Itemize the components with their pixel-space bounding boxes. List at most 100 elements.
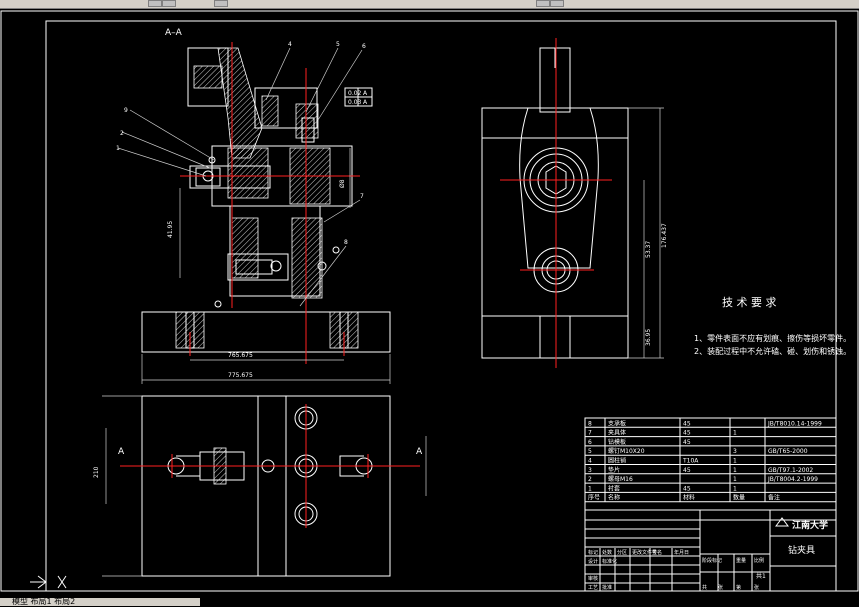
layout-tabs[interactable]: 模型 布局1 布局2 [0,597,200,606]
section-marker-left: A [118,447,125,457]
balloon: 2 [120,130,124,137]
dim-base-width: 775.675 [228,372,253,379]
bom-cell: 垫片 [608,466,620,474]
title-block: 标记处数分区更改文件号签名年月日设计标准化审核工艺批准阶段标记重量比例共张第张 … [584,509,837,592]
tech-req-item: 1、零件表面不应有划痕、擦伤等损坏零件。 [694,333,851,343]
dim-right-height: 176.437 [661,223,668,248]
balloon: 8 [344,239,348,246]
sheet-info: 共1 [756,572,766,580]
title-block-label: 张 [754,584,759,591]
bom-cell: 数量 [733,494,745,502]
bom-cell: 备注 [768,494,780,502]
tolerance-value: 0.03 [348,99,362,106]
title-block-label: 比例 [754,557,764,564]
bom-cell: 1 [733,458,737,465]
bom-cell: 衬套 [608,484,620,492]
title-block-label: 设计 [588,558,598,565]
balloon: 7 [360,193,364,200]
dim-right-low: 36.95 [645,329,652,346]
bom-cell: 名称 [608,494,620,502]
bom-cell: 4 [588,458,592,465]
bom-cell: 螺钉M10X20 [608,447,645,455]
school-name: 江南大学 [792,519,828,531]
bom-cell: 3 [733,448,737,455]
tech-req-item: 2、装配过程中不允许磕、碰、划伤和锈蚀。 [694,346,851,356]
bom-cell: GB/T97.1-2002 [768,467,813,474]
bom-cell: JB/T8010.14-1999 [767,420,822,427]
title-block-label: 更改文件号 [632,549,657,556]
datum-ref: A [363,90,368,97]
title-block-label: 重量 [736,557,746,564]
title-block-label: 工艺 [588,585,598,591]
toolbar-button[interactable] [162,0,176,7]
title-block-label: 阶段标记 [702,557,722,564]
bom-cell: 钻模板 [608,438,626,446]
bom-cell: 2 [588,476,592,483]
bom-cell: 45 [683,439,691,446]
bom-cell: 7 [588,430,592,437]
bom-cell: 圆柱销 [608,457,626,465]
toolbar-button[interactable] [536,0,550,7]
layout-tabs-bar: 模型 布局1 布局2 [0,597,859,606]
dim-right-mid: 53.37 [645,241,652,258]
bom-cell: 螺母M16 [608,475,633,483]
title-block-label: 年月日 [674,549,689,556]
bom-cell: 1 [733,430,737,437]
balloon: 1 [116,145,120,152]
tech-requirements: 技 术 要 求 1、零件表面不应有划痕、擦伤等损坏零件。 2、装配过程中不允许磕… [694,296,851,356]
bom-cell: GB/T65-2000 [768,448,808,455]
layout-tab-labels[interactable]: 模型 布局1 布局2 [12,597,76,606]
dim-small: Ø8 [339,179,346,188]
toolbar-button[interactable] [550,0,564,7]
bom-cell: 3 [588,467,592,474]
school-logo-icon [775,517,789,527]
dim-base-inner: 765.675 [228,352,253,359]
title-block-label: 分区 [617,549,627,556]
bom-cell: 45 [683,485,691,492]
side-view: 176.437 53.37 36.95 [481,38,668,368]
bom-cell: 材料 [683,494,695,502]
dim-left-vert: 41.95 [167,221,174,238]
bom-cell: 夹具体 [608,429,626,437]
title-block-label: 标记 [588,549,598,556]
balloon: 6 [362,43,366,50]
bom-header-row: 序号名称 材料 数量 备注 [588,494,780,502]
bom-cell: JB/T8004.2-1999 [767,476,818,483]
section-marker-right: A [416,447,423,457]
title-block-label: 第 [736,584,741,591]
balloon-circle [214,300,222,308]
tolerance-value: 0.02 [348,90,362,97]
bom-cell: 45 [683,430,691,437]
toolbar-button[interactable] [148,0,162,7]
front-section-view: 0.02 A 0.03 A 9 2 1 4 5 6 7 8 775.675 76… [116,41,391,384]
title-block-label: 共 [702,584,707,591]
bom-cell: 8 [588,420,592,427]
title-block-label: 批准 [602,584,612,591]
ucs-icon [30,575,67,589]
cad-drawing: A–A [0,10,859,592]
tech-req-title: 技 术 要 求 [722,296,777,309]
title-block-label: 标准化 [602,558,617,565]
balloon: 9 [124,107,128,114]
balloon: 4 [288,41,292,48]
bom-cell: 1 [733,476,737,483]
dim-top-height: 210 [93,466,100,478]
toolbar-button[interactable] [214,0,228,7]
bom-cell: 45 [683,420,691,427]
title-block-label: 签名 [652,549,662,556]
bom-cell: 序号 [588,494,600,502]
section-label: A–A [165,28,183,38]
datum-ref: A [363,99,368,106]
title-block-label: 处数 [602,549,612,556]
bom-cell: 5 [588,448,592,455]
top-view: A A 210 [93,395,427,577]
bom-row: 5 螺钉M10X20 3 GB/T65-2000 [588,447,808,455]
drawing-name: 钻夹具 [788,544,815,556]
drawing-canvas[interactable]: A–A [0,8,859,598]
